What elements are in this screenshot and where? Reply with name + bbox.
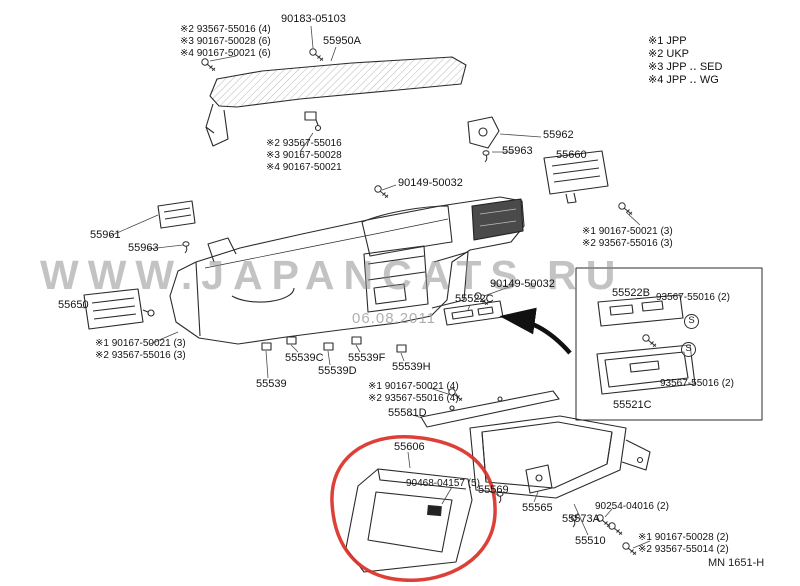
glove-door-part xyxy=(345,468,473,573)
part-number-label: 55660 xyxy=(556,149,587,161)
part-number-label: 55539F xyxy=(348,352,386,364)
part-number-label: 55962 xyxy=(543,129,574,141)
part-number-label: 93567-55016 (2) xyxy=(660,378,734,389)
part-number-label: 55606 xyxy=(394,441,425,453)
watermark-text: WWW.JAPANCATS.RU xyxy=(40,252,625,298)
part-number-label: 55650 xyxy=(58,299,89,311)
legend-item: ※1 JPP xyxy=(648,35,687,47)
leader-lines xyxy=(79,25,651,549)
part-number-label: 55963 xyxy=(128,242,159,254)
legend: ※1 JPP※2 UKP※3 JPP ‥ SED※4 JPP ‥ WG xyxy=(648,35,722,87)
legend-item: ※4 JPP ‥ WG xyxy=(648,74,719,86)
part-number-label: 55522C xyxy=(455,293,494,305)
pointer-arrow xyxy=(499,307,572,355)
part-number-label: 55539 xyxy=(256,378,287,390)
circled-s-icon: S xyxy=(681,342,696,357)
part-number-label: 90149-50032 xyxy=(398,177,463,189)
part-number-label: 90149-50032 xyxy=(490,278,555,290)
part-number-label: ※2 93567-55016 (4) xyxy=(368,393,459,404)
part-number-label: 55539C xyxy=(285,352,324,364)
part-number-label: ※3 90167-50028 (6) xyxy=(180,36,271,47)
circled-s-icon: S xyxy=(684,314,699,329)
legend-item: ※2 UKP xyxy=(648,48,690,60)
part-number-label: 55569 xyxy=(478,484,509,496)
part-number-label: 90183-05103 xyxy=(281,13,346,25)
part-number-label: 90468-04157 (5) xyxy=(406,478,480,489)
part-number-label: 55963 xyxy=(502,145,533,157)
reinforcement-bar-part xyxy=(420,388,560,428)
bottom-small-parts xyxy=(496,464,637,556)
side-vent-parts xyxy=(374,116,633,216)
highlight-circle-annotation xyxy=(330,435,497,582)
part-number-label: ※1 90167-50021 (3) xyxy=(95,338,186,349)
left-vent-parts xyxy=(83,200,196,330)
part-number-label: 55573A xyxy=(562,513,600,525)
instrument-panel-part xyxy=(169,196,525,353)
diagram-linework xyxy=(83,48,763,573)
part-number-label: 55521C xyxy=(613,399,652,411)
part-number-label: ※4 90167-50021 xyxy=(266,162,342,173)
part-number-label: 55581D xyxy=(388,407,427,419)
part-number-label: ※2 93567-55016 (3) xyxy=(582,238,673,249)
part-number-label: ※2 93567-55016 (4) xyxy=(180,24,271,35)
part-number-label: ※2 93567-55014 (2) xyxy=(638,544,729,555)
part-number-label: 90254-04016 (2) xyxy=(595,501,669,512)
part-number-label: 55961 xyxy=(90,229,121,241)
part-number-label: ※1 90167-50021 (3) xyxy=(582,226,673,237)
part-number-label: 55539H xyxy=(392,361,431,373)
drawing-code: MN 1651-H xyxy=(708,557,765,569)
part-number-label: ※4 90167-50021 (6) xyxy=(180,48,271,59)
defroster-grille-part xyxy=(201,48,467,147)
detail-inset-box xyxy=(575,267,763,421)
part-number-label: 55510 xyxy=(575,535,606,547)
part-number-label: 55565 xyxy=(522,502,553,514)
part-number-label: ※3 90167-50028 xyxy=(266,150,342,161)
part-number-label: 55950A xyxy=(323,35,361,47)
part-number-label: ※2 93567-55016 xyxy=(266,138,342,149)
part-number-label: ※2 93567-55016 (3) xyxy=(95,350,186,361)
part-number-label: 93567-55016 (2) xyxy=(656,292,730,303)
part-number-label: ※1 90167-50028 (2) xyxy=(638,532,729,543)
part-number-label: 55539D xyxy=(318,365,357,377)
part-number-label: ※1 90167-50021 (4) xyxy=(368,381,459,392)
watermark-date: 06.08.2011 xyxy=(352,310,436,327)
legend-item: ※3 JPP ‥ SED xyxy=(648,61,723,73)
part-number-label: 55522B xyxy=(612,287,650,299)
